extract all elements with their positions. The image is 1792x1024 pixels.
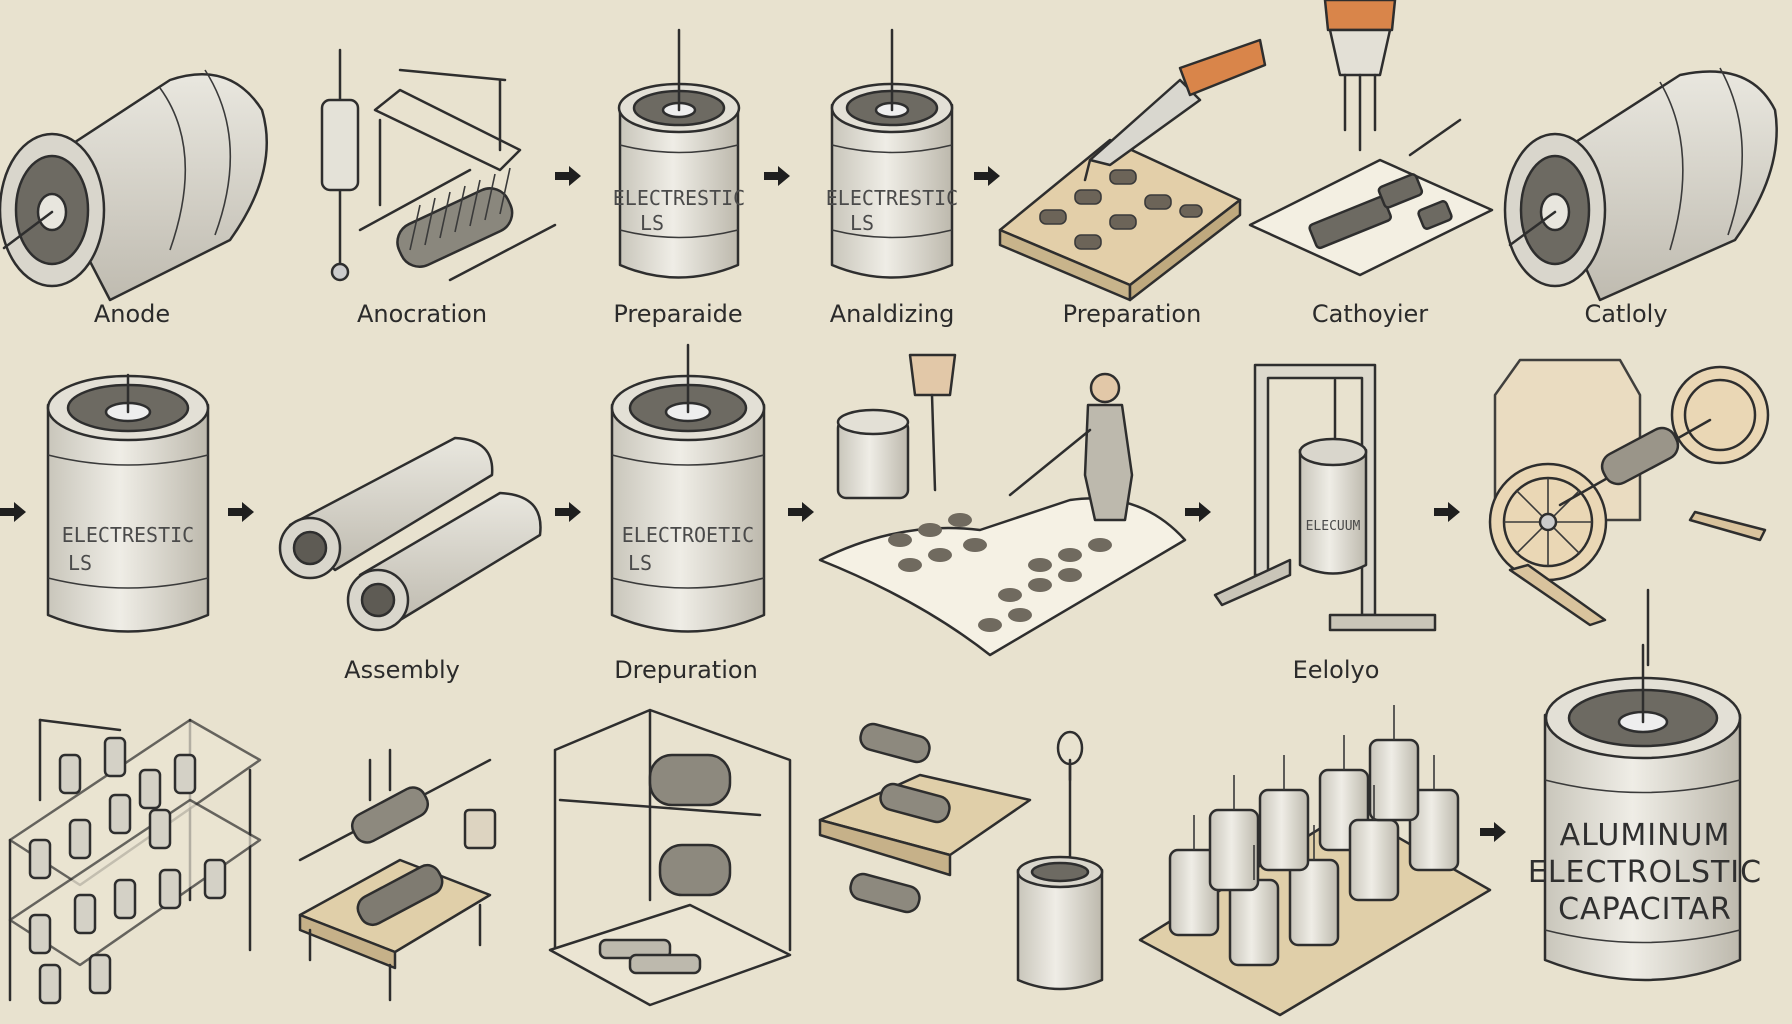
winding-machine [1488,358,1770,667]
can-label-text: ELECTRESTIC [62,523,194,547]
roller-table [818,722,1104,991]
label-assembly: Assembly [344,656,460,684]
final-label-line1: ALUMINUM [1560,818,1731,853]
label-anodization: Anocration [357,300,487,328]
cathoyier-illustration [1248,0,1494,277]
drying-scene [818,353,1187,657]
label-eelolyo: Eelolyo [1293,656,1380,684]
electrestic-can-row2: ELECTRESTIC LS [46,373,210,633]
can-label-text: ELECTRESTIC [826,186,958,210]
final-capacitor[interactable]: ALUMINUM ELECTROLSTIC CAPACITAR [1528,643,1762,982]
coil-frame [548,708,792,1007]
anode-illustration [0,69,268,302]
can-label-sub: LS [850,211,874,235]
final-label-line2: ELECTROLSTIC [1528,855,1762,890]
label-anode: Anode [94,300,170,328]
can-label-text: ELECTROETIC [622,523,754,547]
anodization-illustration [320,48,557,282]
final-label-line3: CAPACITAR [1558,892,1732,927]
coil [396,167,514,268]
assembly-illustration [278,436,542,632]
storage-rack [8,718,262,1005]
catholy-illustration [1503,67,1778,302]
label-catholy: Catloly [1584,300,1667,328]
label-preparaide: Preparaide [613,300,742,328]
worker-figure [1008,372,1134,522]
can-label-sub: LS [640,211,664,235]
can-label-sub: LS [68,551,92,575]
can-label-sub: LS [628,551,652,575]
label-preparation-1: Preparation [1063,300,1202,328]
label-cathoyier: Cathoyier [1312,300,1428,328]
preparation-board [998,38,1267,302]
preparaide-can: ELECTRESTIC LS [613,28,745,279]
capacitor-batch [1138,705,1492,1017]
can-label-text: ELECUUM [1306,519,1361,534]
can-label-text: ELECTRESTIC [613,186,745,210]
frame-with-can: ELECUUM [1213,363,1437,632]
electroetic-can-row2: ELECTROETIC LS [610,343,766,633]
analdizing-can: ELECTRESTIC LS [826,28,958,279]
label-analdizing: Analdizing [830,300,955,328]
label-drepuration: Drepuration [614,656,758,684]
workbench-coil [298,748,497,1002]
